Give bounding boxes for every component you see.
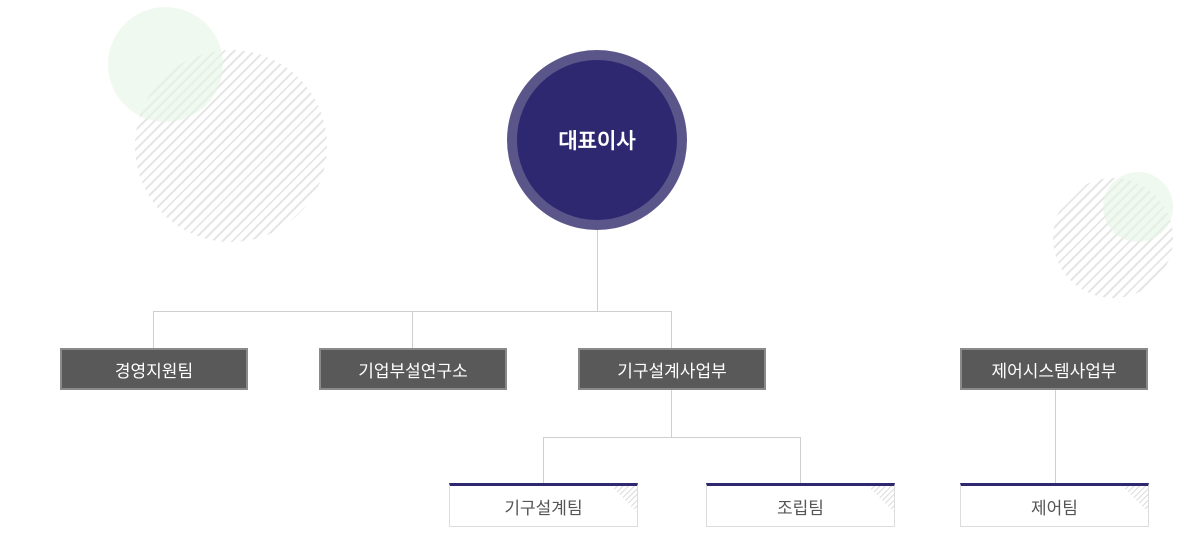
connector	[543, 437, 801, 438]
decor-green-circle	[108, 7, 223, 122]
connector	[412, 311, 413, 348]
team-mechanical-design: 기구설계팀	[449, 483, 638, 527]
team-label: 조립팀	[777, 498, 824, 519]
dept-research-lab: 기업부설연구소	[319, 348, 507, 390]
team-label: 기구설계팀	[504, 498, 583, 519]
connector	[800, 437, 801, 483]
corner-pattern-icon	[611, 486, 637, 512]
connector	[671, 390, 672, 437]
connector	[597, 230, 598, 311]
dept-management-support: 경영지원팀	[60, 348, 248, 390]
connector	[671, 311, 672, 348]
corner-pattern-icon	[1122, 486, 1148, 512]
connector	[1055, 390, 1056, 483]
ceo-label: 대표이사	[517, 60, 677, 220]
connector	[153, 311, 154, 348]
connector	[543, 437, 544, 483]
team-label: 제어팀	[1031, 498, 1078, 519]
ceo-node: 대표이사	[507, 50, 687, 230]
decor-green-circle-right	[1103, 172, 1173, 242]
team-control: 제어팀	[960, 483, 1149, 527]
dept-mechanical-design: 기구설계사업부	[578, 348, 766, 390]
team-assembly: 조립팀	[706, 483, 895, 527]
dept-control-systems: 제어시스템사업부	[960, 348, 1148, 390]
corner-pattern-icon	[868, 486, 894, 512]
